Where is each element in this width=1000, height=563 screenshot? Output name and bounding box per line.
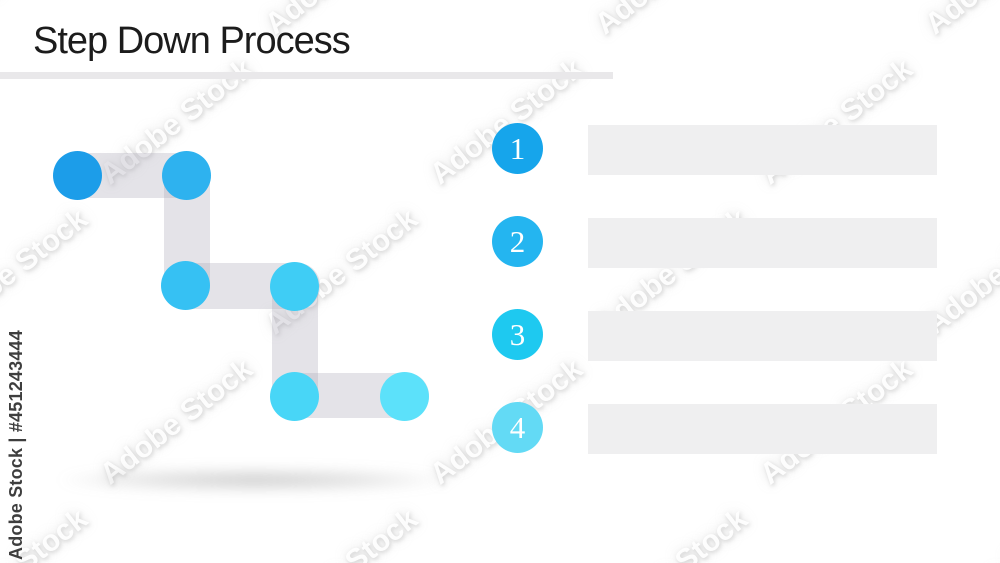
step-text-placeholder — [588, 311, 937, 361]
step-number-badge: 4 — [492, 402, 543, 453]
step-text-placeholder — [588, 218, 937, 268]
step-text-placeholder — [588, 125, 937, 175]
step-row: 1 — [492, 123, 937, 175]
diagram-node — [161, 261, 210, 310]
title-underline — [0, 72, 613, 79]
diagram-node — [270, 262, 319, 311]
watermark-credit: Adobe Stock | #451243444 — [6, 330, 26, 560]
step-number-badge: 2 — [492, 216, 543, 267]
step-number-badge: 3 — [492, 309, 543, 360]
step-row: 3 — [492, 309, 937, 361]
step-row: 4 — [492, 402, 937, 454]
diagram-node — [380, 372, 429, 421]
step-row: 2 — [492, 216, 937, 268]
page-title: Step Down Process — [33, 20, 351, 62]
diagram-node — [270, 372, 319, 421]
step-number-badge: 1 — [492, 123, 543, 174]
diagram-node — [53, 151, 102, 200]
diagram-node — [162, 151, 211, 200]
diagram-drop-shadow — [58, 468, 450, 492]
step-text-placeholder — [588, 404, 937, 454]
